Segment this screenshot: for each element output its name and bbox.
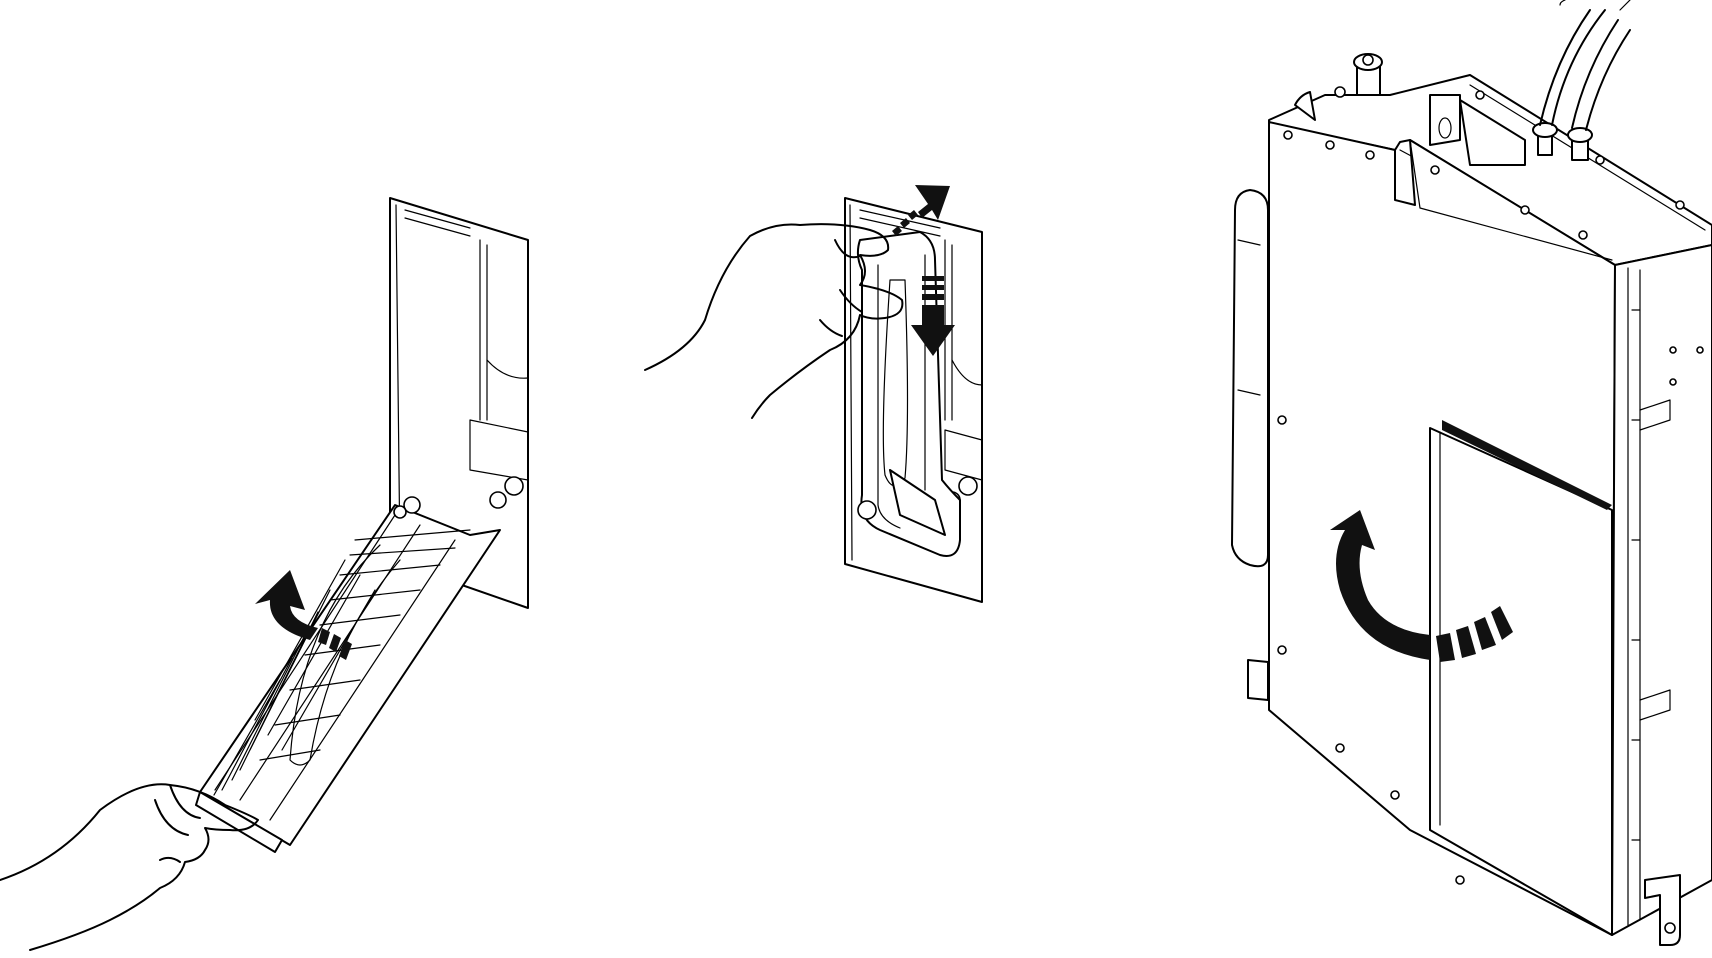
side-housing <box>1231 189 1269 701</box>
top-bracket <box>1429 94 1526 166</box>
rotate-arrow-icon <box>1330 510 1513 662</box>
enclosure-side <box>1611 244 1712 946</box>
panel-2 <box>644 185 983 603</box>
swing-cover <box>1429 420 1613 936</box>
double-arrow-icon <box>892 185 955 356</box>
panel-1 <box>0 197 529 951</box>
cable-bundle <box>1532 0 1631 161</box>
cable-gland <box>1353 53 1383 96</box>
mounting-plate <box>389 197 529 609</box>
rotate-arrow-icon <box>255 570 352 660</box>
panel-3 <box>1231 0 1712 946</box>
hand-icon <box>644 223 904 419</box>
hinged-bracket <box>195 496 501 853</box>
hand-icon <box>0 783 259 951</box>
